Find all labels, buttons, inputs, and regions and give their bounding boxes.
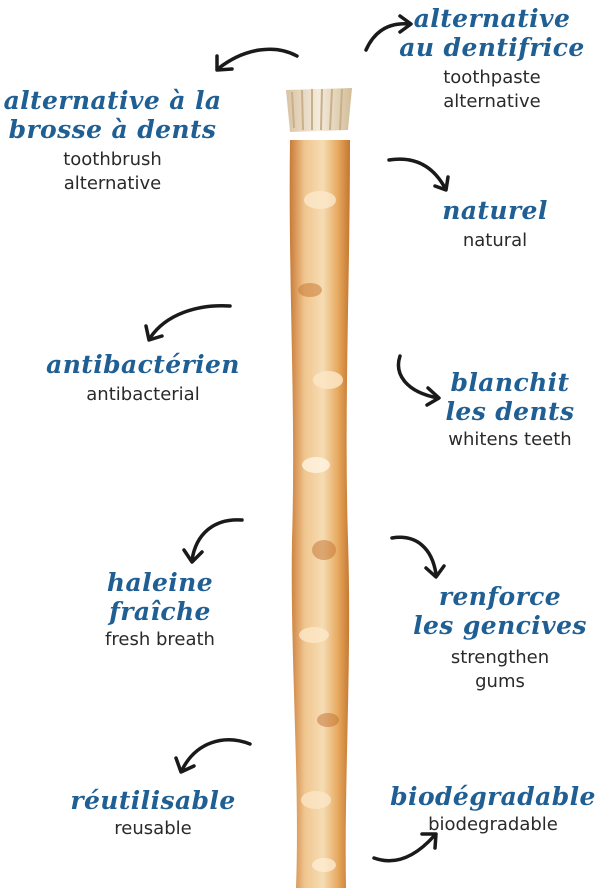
label-natural: naturel natural [420, 196, 570, 253]
english-label: natural [462, 230, 528, 251]
curved-arrow-icon [215, 47, 299, 72]
english-label: toothbrush [63, 149, 162, 170]
label-antibacterial: antibactérien antibacterial [28, 350, 258, 407]
french-label: brosse à dents [8, 115, 217, 144]
english-label: alternative [443, 91, 541, 112]
french-label: réutilisable [70, 786, 236, 815]
french-label: biodégradable [390, 782, 596, 811]
english-label: biodegradable [428, 814, 558, 835]
english-label: toothpaste [443, 67, 541, 88]
curved-arrow-icon [372, 832, 438, 863]
curved-arrow-icon [396, 354, 441, 407]
french-label: renforce [438, 582, 562, 611]
curved-arrow-icon [364, 14, 413, 52]
english-label: gums [475, 671, 525, 692]
french-label: alternative [413, 4, 571, 33]
english-label: reusable [114, 818, 192, 839]
label-fresh-breath: haleine fraîche fresh breath [80, 568, 240, 652]
curved-arrow-icon [174, 738, 252, 774]
french-label: antibactérien [46, 350, 240, 379]
french-label: les dents [445, 397, 575, 426]
english-label: antibacterial [86, 384, 200, 405]
french-label: fraîche [109, 597, 211, 626]
english-label: fresh breath [105, 629, 215, 650]
french-label: naturel [442, 196, 548, 225]
label-biodegradable: biodégradable biodegradable [388, 782, 598, 837]
label-reusable: réutilisable reusable [48, 786, 258, 841]
miswak-stick-image [286, 88, 352, 888]
english-label: alternative [63, 173, 162, 194]
curved-arrow-icon [390, 535, 446, 579]
label-strengthen-gums: renforce les gencives strengthen gums [405, 582, 595, 694]
french-label: blanchit [450, 368, 570, 397]
french-label: haleine [106, 568, 214, 597]
label-whitens-teeth: blanchit les dents whitens teeth [430, 368, 590, 452]
french-label: alternative à la [3, 86, 222, 115]
english-label: whitens teeth [448, 429, 572, 450]
curved-arrow-icon [387, 157, 450, 192]
label-toothpaste-alternative: alternative au dentifrice toothpaste alt… [392, 4, 592, 114]
curved-arrow-icon [144, 304, 232, 342]
label-toothbrush-alternative: alternative à la brosse à dents toothbru… [0, 86, 225, 196]
french-label: au dentifrice [399, 33, 585, 62]
curved-arrow-icon [182, 518, 244, 564]
english-label: strengthen [450, 647, 550, 668]
french-label: les gencives [413, 611, 587, 640]
